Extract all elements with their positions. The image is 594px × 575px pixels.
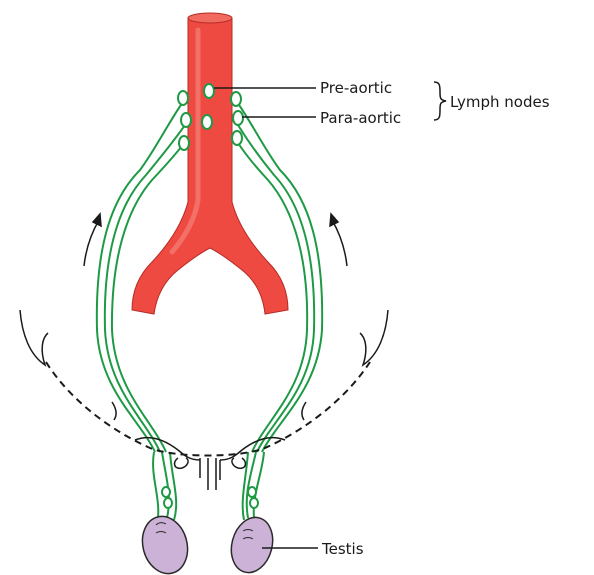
aorta-body bbox=[132, 18, 288, 314]
para-aortic-label: Para-aortic bbox=[320, 109, 401, 127]
right-ring bbox=[302, 402, 306, 420]
left-ring bbox=[112, 402, 116, 420]
lymph-nodes-brace bbox=[434, 82, 446, 120]
right-hip-outline bbox=[360, 310, 388, 365]
pre-aortic-label: Pre-aortic bbox=[320, 79, 392, 97]
para-aortic-node bbox=[178, 91, 188, 105]
para-aortic-node bbox=[179, 136, 189, 150]
cord-node bbox=[248, 487, 256, 497]
para-aortic-node bbox=[181, 113, 191, 127]
left-canal bbox=[135, 438, 200, 460]
left-hip-outline bbox=[20, 310, 48, 365]
leader-lines bbox=[214, 82, 446, 548]
pre-aortic-node bbox=[202, 115, 212, 129]
para-aortic-node bbox=[233, 111, 243, 125]
aorta-top-opening bbox=[188, 13, 232, 23]
para-aortic-node bbox=[231, 92, 241, 106]
para-aortic-node bbox=[232, 131, 242, 145]
pre-aortic-node bbox=[204, 84, 214, 98]
right-testis bbox=[225, 513, 278, 575]
cord-node bbox=[250, 498, 258, 508]
left-testis bbox=[136, 511, 194, 575]
penis-base bbox=[200, 458, 220, 490]
right-curl bbox=[232, 458, 246, 468]
left-curl bbox=[175, 458, 189, 468]
testes bbox=[136, 511, 278, 575]
right-up-arrow bbox=[332, 220, 347, 266]
testis-label: Testis bbox=[321, 540, 364, 558]
left-up-arrow bbox=[84, 220, 99, 266]
cord-node bbox=[164, 498, 172, 508]
cord-node bbox=[162, 487, 170, 497]
lymph-nodes-label: Lymph nodes bbox=[450, 93, 550, 111]
inguinal-outline bbox=[20, 310, 388, 490]
inguinal-ligament bbox=[46, 362, 370, 456]
